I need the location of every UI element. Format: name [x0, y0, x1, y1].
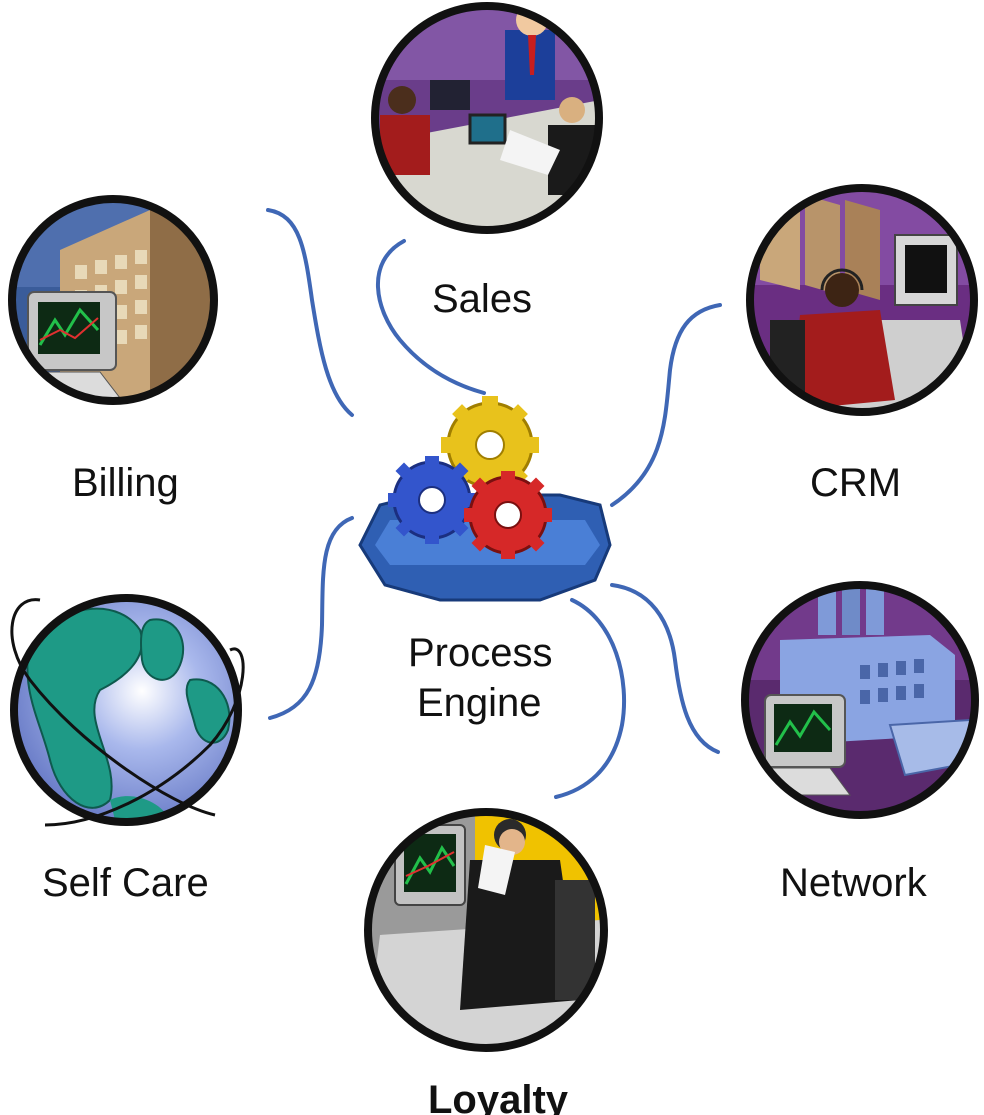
- self-care-node[interactable]: [10, 594, 250, 840]
- loyalty-node[interactable]: [364, 808, 610, 1055]
- gear-red: [464, 471, 552, 559]
- billing-label: Billing: [72, 461, 179, 505]
- connector-loyalty: [554, 598, 627, 799]
- factory-computer-icon: [745, 585, 975, 815]
- sales-label: Sales: [432, 277, 533, 321]
- process-engine-label-line1: Process: [408, 631, 553, 675]
- connector-network: [610, 583, 720, 754]
- gears-icon: [358, 396, 612, 602]
- globe-icon: [14, 598, 238, 822]
- crm-node[interactable]: [745, 184, 980, 420]
- connector-sales: [376, 239, 486, 395]
- loyalty-label: Loyalty: [428, 1078, 569, 1115]
- connector-self-care: [268, 516, 354, 720]
- crm-label: CRM: [810, 461, 902, 505]
- connector-crm: [610, 303, 722, 507]
- network-label: Network: [780, 861, 927, 905]
- billing-node[interactable]: [8, 195, 220, 407]
- orbit-lines: [10, 598, 245, 827]
- connectors: [266, 208, 722, 799]
- connector-billing: [266, 208, 354, 417]
- gear-blue: [388, 456, 476, 544]
- self-care-label: Self Care: [42, 861, 209, 905]
- network-node[interactable]: [740, 575, 984, 825]
- sales-node[interactable]: [370, 0, 610, 240]
- businessman-computer-icon: [368, 812, 604, 1048]
- process-engine-label-line2: Engine: [417, 681, 542, 725]
